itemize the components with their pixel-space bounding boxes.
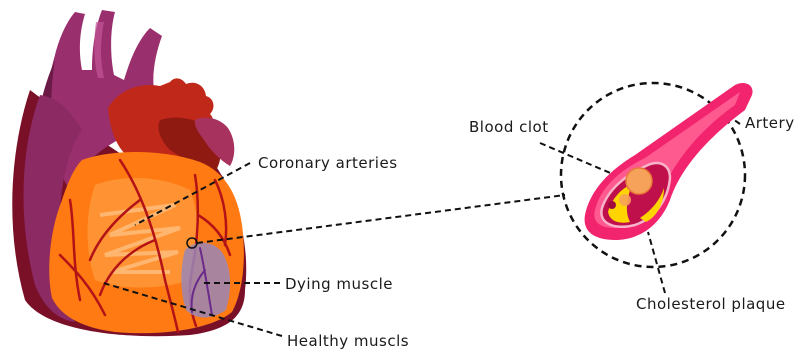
- label-dying-muscle: Dying muscle: [285, 275, 393, 293]
- leader-plaque: [648, 232, 665, 293]
- artery-zoom: [561, 83, 753, 267]
- blood-cell: [608, 201, 616, 209]
- leader-zoom: [197, 195, 565, 243]
- leader-clot: [540, 143, 622, 178]
- label-artery: Artery: [745, 114, 795, 132]
- blood-clot: [626, 168, 652, 194]
- label-cholesterol-plaque: Cholesterol plaque: [636, 295, 786, 313]
- heart-illustration: [12, 10, 246, 336]
- blood-clot-small: [619, 194, 631, 206]
- label-coronary-arteries: Coronary arteries: [258, 154, 398, 172]
- label-healthy-muscle: Healthy muscls: [287, 332, 409, 350]
- label-blood-clot: Blood clot: [469, 118, 549, 136]
